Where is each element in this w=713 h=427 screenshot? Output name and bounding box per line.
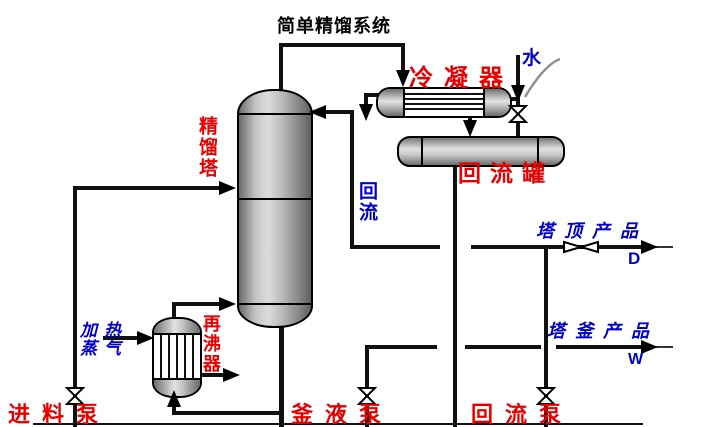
pipe-reflux-pump-discharge (544, 247, 548, 427)
pipe-reflux-horizontal (350, 245, 440, 249)
reboiler-tube (176, 335, 178, 378)
pipe-feed-h (73, 186, 223, 190)
pipe-reboiler-return-v (172, 302, 176, 320)
reflux-drum-label: 回流罐 (458, 160, 554, 186)
pipe-vapor-drop (401, 43, 405, 73)
bottoms-pump-label: 釜液泵 (291, 402, 394, 427)
bottom-product-symbol: W (628, 351, 644, 368)
condenser-tube (405, 98, 483, 100)
flow-arrow-feed-into-column (219, 181, 236, 195)
condenser-label: 冷凝器 (409, 65, 514, 92)
pipe-reboiler-feed-h (172, 411, 284, 415)
condenser-left-cap (378, 89, 405, 116)
top-product-valve-icon (562, 240, 600, 254)
water-valve-icon (508, 104, 528, 124)
feed-pump-label: 进料泵 (8, 402, 111, 427)
condenser-tube (405, 93, 483, 95)
reboiler-tube (168, 335, 170, 378)
diagram-title: 简单精馏系统 (277, 16, 391, 36)
water-curved-arrow (523, 57, 561, 98)
flow-arrow-steam-in (137, 331, 154, 345)
pipe-reflux-riser (350, 110, 354, 249)
flow-arrow-reflux-into-column (309, 105, 326, 119)
column-section-line (239, 198, 311, 200)
bottoms-valve-icon (357, 386, 377, 406)
flow-arrow-condensate-out (223, 368, 240, 382)
pipe-drum-outlet (453, 161, 457, 427)
reflux-drum (397, 136, 565, 167)
feed-valve-icon (65, 386, 85, 406)
drum-cap-seam (421, 138, 423, 165)
pipe-column-bottoms (279, 320, 284, 427)
condenser-tube (405, 103, 483, 105)
top-product-label: 塔顶产品 (536, 221, 648, 241)
pipe-vapor-horizontal (279, 43, 405, 47)
column-section-line (239, 113, 311, 115)
reboiler-top-cap (154, 319, 200, 335)
pipe-top-product-tail (655, 246, 673, 248)
pipe-feed-v (73, 186, 77, 427)
flow-arrow-bottom-product (641, 340, 658, 354)
reflux-pump-label: 回流泵 (471, 402, 574, 427)
pipe-bottoms-pump-discharge (365, 345, 369, 427)
flow-arrow-into-reboiler (167, 390, 181, 407)
heating-steam-label: 加热 蒸气 (80, 322, 128, 358)
pipe-bottom-product-tail (655, 346, 673, 348)
reboiler-tube (160, 335, 162, 378)
reflux-pump-valve-icon (536, 386, 556, 406)
pipe-condenser-left-outlet-h (364, 93, 379, 97)
flow-arrow-reboiler-return (219, 297, 236, 311)
reflux-stream-label: 回流 (355, 181, 377, 223)
heating-steam-line2: 蒸气 (80, 338, 128, 358)
bottom-product-label: 塔釜产品 (547, 321, 659, 341)
reboiler (152, 317, 202, 398)
flow-arrow-condenser-left-outlet (359, 104, 373, 121)
flow-arrow-top-product (641, 240, 658, 254)
pipe-condensate-outlet (197, 373, 227, 377)
pipe-reflux-return (314, 110, 354, 114)
condenser (376, 87, 512, 118)
reboiler-tube (192, 335, 194, 378)
heating-steam-line1: 加热 (80, 321, 128, 340)
pipe-bottom-product-2 (465, 345, 541, 349)
flow-arrow-into-drum (463, 120, 477, 137)
reboiler-label: 再沸器 (200, 314, 221, 374)
pipe-bottom-product-1 (365, 345, 437, 349)
pipe-condenser-left-outlet-v (364, 93, 368, 106)
reboiler-bottom-cap (154, 378, 200, 396)
pipe-reboiler-return-h (172, 302, 222, 306)
bottom-border-line (33, 423, 643, 425)
drum-cap-seam (537, 138, 539, 165)
pipe-bottom-product-3 (556, 345, 643, 349)
pipe-steam-inlet (103, 336, 141, 340)
column-section-line (239, 303, 311, 305)
pipe-vapor-riser (279, 43, 283, 91)
top-product-symbol: D (628, 249, 641, 268)
condenser-tube (405, 108, 483, 110)
condenser-right-cap (483, 89, 510, 116)
flow-arrow-vapor-into-condenser (396, 70, 410, 87)
pipe-top-product (471, 245, 643, 249)
water-stream-label: 水 (522, 48, 542, 69)
flow-arrow-water-down (511, 85, 525, 102)
reboiler-tube (184, 335, 186, 378)
pipe-reboiler-feed-v (172, 404, 176, 415)
column-label: 精馏塔 (195, 116, 217, 179)
distillation-column (237, 89, 313, 328)
